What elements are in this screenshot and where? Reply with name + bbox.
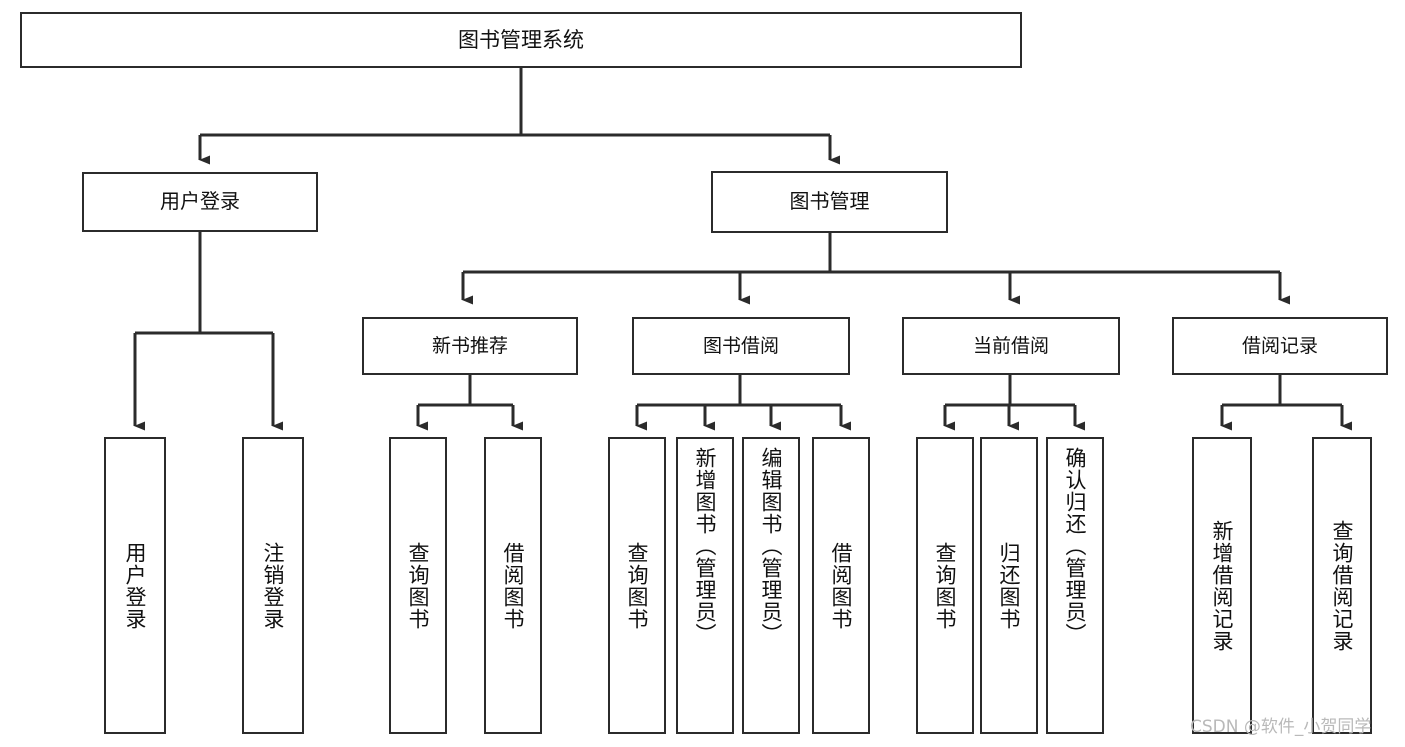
node-leaf-add-book[interactable]: 新增图书（管理员） [676, 437, 734, 734]
node-leaf-add-record-label: 新增借阅记录 [1210, 519, 1235, 652]
node-book-manage-label: 图书管理 [789, 189, 870, 214]
node-leaf-add-book-label: 新增图书（管理员） [693, 447, 718, 645]
node-leaf-user-login[interactable]: 用户登录 [104, 437, 166, 734]
node-user-login-label: 用户登录 [160, 189, 240, 214]
node-leaf-edit-book[interactable]: 编辑图书（管理员） [742, 437, 800, 734]
node-leaf-borrow-book-2[interactable]: 借阅图书 [812, 437, 870, 734]
node-leaf-query-book-3[interactable]: 查询图书 [916, 437, 974, 734]
node-leaf-borrow-book-2-label: 借阅图书 [829, 541, 854, 630]
node-book-borrow-label: 图书借阅 [702, 334, 779, 357]
node-user-login[interactable]: 用户登录 [82, 172, 318, 232]
node-leaf-query-book-1[interactable]: 查询图书 [389, 437, 447, 734]
node-leaf-query-book-1-label: 查询图书 [406, 541, 431, 630]
node-book-borrow[interactable]: 图书借阅 [632, 317, 850, 375]
node-new-book-recommend-label: 新书推荐 [431, 334, 508, 357]
node-leaf-confirm-return-label: 确认归还（管理员） [1063, 447, 1088, 645]
node-borrow-record[interactable]: 借阅记录 [1172, 317, 1388, 375]
node-leaf-query-book-3-label: 查询图书 [933, 541, 958, 630]
node-root-label: 图书管理系统 [458, 27, 584, 52]
node-leaf-user-login-label: 用户登录 [123, 541, 148, 630]
node-leaf-return-book-label: 归还图书 [997, 541, 1022, 630]
node-leaf-edit-book-label: 编辑图书（管理员） [759, 447, 784, 645]
csdn-watermark: CSDN @软件_小贺同学 [1190, 717, 1372, 737]
node-leaf-borrow-book-1-label: 借阅图书 [501, 541, 526, 630]
node-root[interactable]: 图书管理系统 [20, 12, 1022, 68]
node-new-book-recommend[interactable]: 新书推荐 [362, 317, 578, 375]
node-leaf-query-book-2-label: 查询图书 [625, 541, 650, 630]
node-borrow-record-label: 借阅记录 [1241, 334, 1318, 357]
node-leaf-query-record[interactable]: 查询借阅记录 [1312, 437, 1372, 734]
node-leaf-query-book-2[interactable]: 查询图书 [608, 437, 666, 734]
node-leaf-add-record[interactable]: 新增借阅记录 [1192, 437, 1252, 734]
node-book-manage[interactable]: 图书管理 [711, 171, 948, 233]
node-leaf-logout-label: 注销登录 [261, 541, 286, 630]
node-current-borrow[interactable]: 当前借阅 [902, 317, 1120, 375]
node-leaf-borrow-book-1[interactable]: 借阅图书 [484, 437, 542, 734]
node-current-borrow-label: 当前借阅 [972, 334, 1049, 357]
node-leaf-confirm-return[interactable]: 确认归还（管理员） [1046, 437, 1104, 734]
node-leaf-return-book[interactable]: 归还图书 [980, 437, 1038, 734]
node-leaf-query-record-label: 查询借阅记录 [1330, 519, 1355, 652]
node-leaf-logout[interactable]: 注销登录 [242, 437, 304, 734]
